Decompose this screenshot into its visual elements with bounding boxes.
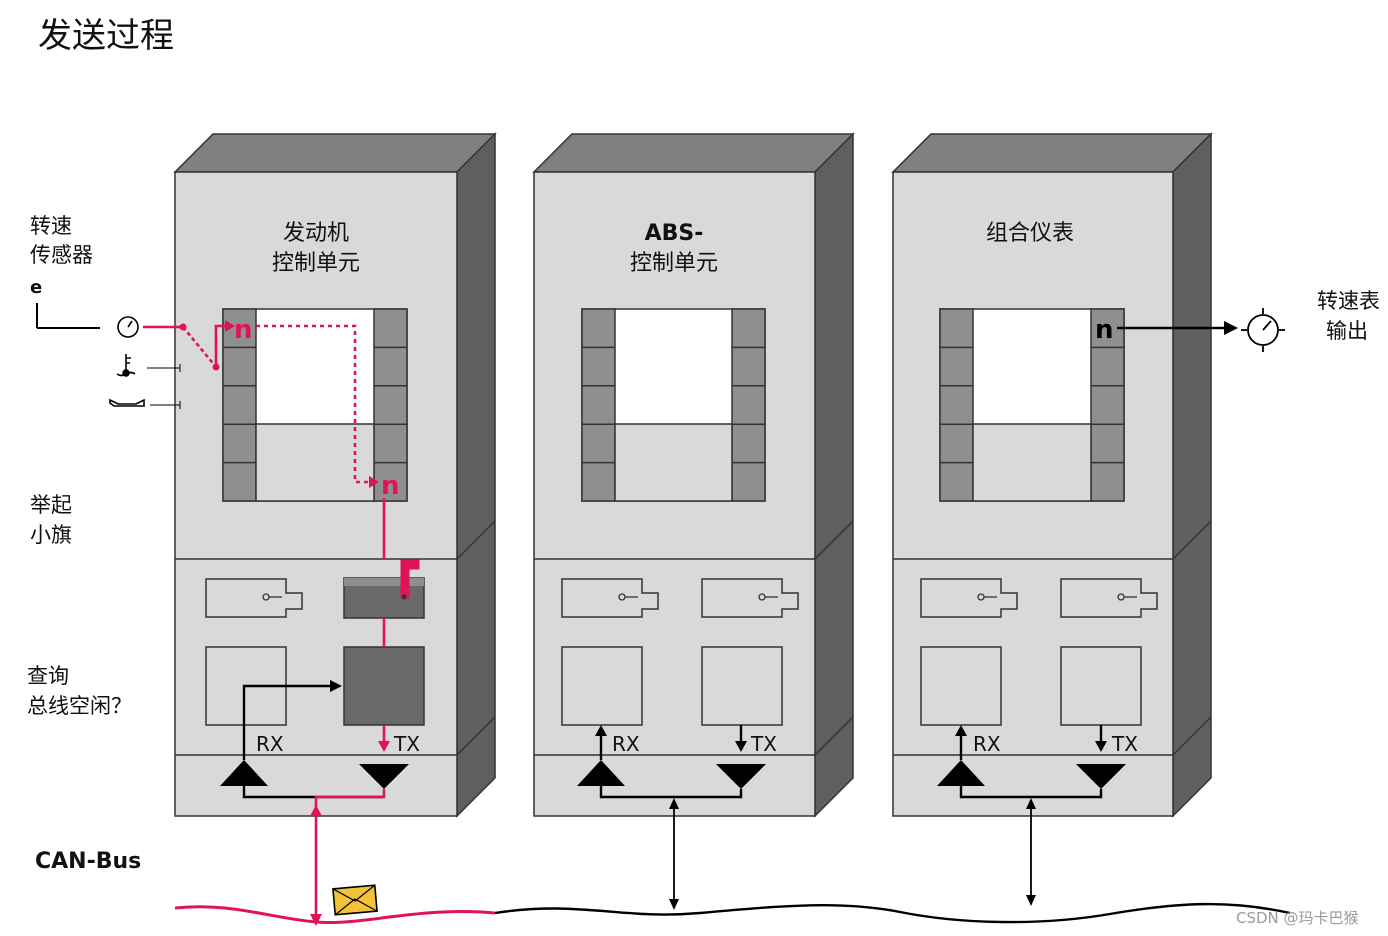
memory-block-abs (581, 308, 766, 502)
mailbox-slot-icon (262, 593, 1137, 601)
tx-register-active (343, 646, 425, 726)
sensor-label-line3: e (30, 277, 42, 298)
watermark: CSDN @玛卡巴猴 (1236, 909, 1359, 927)
arrowheads (330, 680, 1107, 752)
flag-label-line1: 举起 (30, 493, 72, 517)
transceiver-triangle-icon (220, 760, 1126, 789)
rx-label-abs: RX (612, 732, 640, 756)
rx-label-cluster: RX (973, 732, 1001, 756)
speed-sensor-icon (117, 316, 139, 338)
n-marker-engine-in: n (234, 315, 253, 345)
n-marker-engine-out: n (381, 471, 400, 501)
mailbox-icon (205, 578, 1158, 618)
coolant-temperature-icon (116, 354, 181, 377)
output-arrowhead (1224, 321, 1238, 335)
mailbox-flag-raised-icon (343, 559, 425, 619)
rx-label-engine: RX (256, 732, 284, 756)
oil-pressure-icon (109, 398, 181, 409)
tx-label-cluster: TX (1111, 732, 1138, 756)
n-marker-cluster: n (1095, 315, 1114, 345)
memory-block-cluster (939, 308, 1125, 502)
message-path (143, 324, 386, 916)
tx-label-abs: TX (750, 732, 777, 756)
unit-name-cluster-line1: 组合仪表 (986, 221, 1074, 246)
page-title: 发送过程 (38, 16, 174, 56)
register-box (205, 646, 1142, 726)
query-label-line1: 查询 (27, 664, 69, 688)
bus-connector-arrowheads (669, 798, 1036, 910)
tx-label-engine: TX (393, 732, 420, 756)
unit-name-engine-line1: 发动机 (283, 221, 349, 246)
memory-block-engine (222, 308, 408, 502)
message-envelope-icon (332, 884, 378, 916)
can-bus-line (494, 902, 1291, 924)
unit-name-engine-line2: 控制单元 (272, 251, 360, 276)
tachometer-icon (1241, 308, 1285, 352)
message-path-dots (179, 320, 390, 926)
output-label-line2: 输出 (1326, 319, 1368, 343)
output-label-line1: 转速表 (1317, 289, 1380, 313)
bus-connector (673, 806, 1032, 902)
unit-name-abs-line1: ABS- (645, 221, 704, 246)
sensor-label-line1: 转速 (30, 214, 72, 238)
unit-name-abs-line2: 控制单元 (630, 251, 718, 276)
query-label-line2: 总线空闲？ (27, 694, 132, 718)
can-bus-label: CAN-Bus (35, 849, 141, 874)
flag-label-line2: 小旗 (30, 523, 72, 547)
sensor-label-line2: 传感器 (30, 243, 93, 267)
